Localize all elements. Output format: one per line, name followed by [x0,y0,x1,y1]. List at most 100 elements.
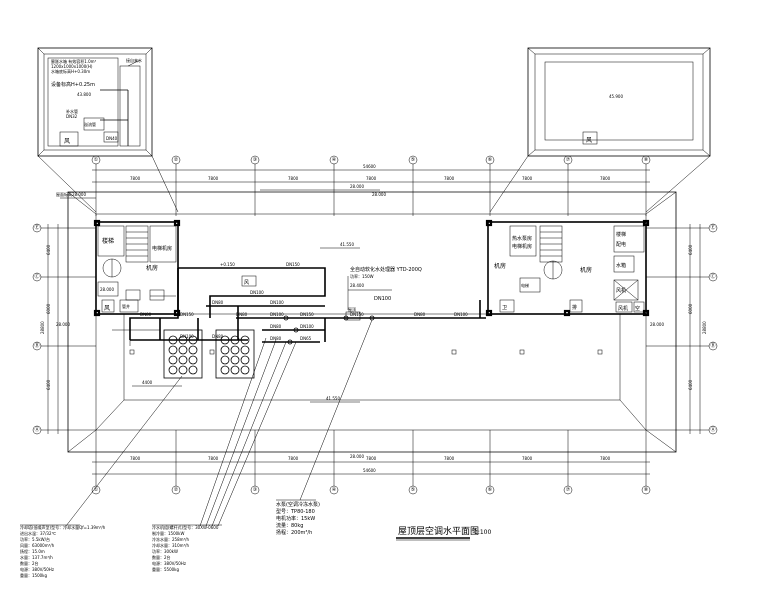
bottom-axis: 7800 7800 7800 7800 7800 7800 7800 54600… [91,430,651,495]
right-box-elev: 45.900 [609,94,623,99]
elev-roof-top: 28.000 [350,184,364,189]
room-stair-left: 楼梯 [102,237,114,245]
mid-legend-3: 冷却水量：310m³/h [152,542,189,548]
bottom-dim-4: 7800 [366,456,377,461]
elev-left-inner: 28.000 [56,322,70,327]
room-tag-pai: 排 [572,304,577,311]
top-dim-3: 7800 [288,176,299,181]
top-dim-1: 7800 [130,176,141,181]
pipe-p13: DN80 [140,312,152,317]
top-axis: ① ② ③ ④ ⑤ ⑥ ⑦ ⑧ 54600 7800 7800 7800 780… [91,155,651,216]
pump-legend-1: 型号：TP80-180 [276,508,315,515]
room-elev-right: 电梯机房 [512,243,532,250]
pipe-p9: DN100 [300,324,314,329]
dim-4400: 4400 [142,380,153,385]
bottom-dim-7: 7800 [600,456,611,461]
axis-top-3: ③ [253,157,257,163]
pipe-p1: DN150 [286,262,300,267]
axis-right-4: Ⓐ [710,426,715,433]
tank-label: 屋顶 [348,306,356,312]
room-mech-right: 机房 [494,262,506,270]
softener-label: 全自动软化水处理器 YTD-200Q [350,266,422,273]
mid-legend-1: 制冷量：1500kW [152,530,184,536]
left-box-line3: 水箱底标高H+0.30m [51,68,90,74]
pump-legend-0: 水泵(空调冷冻水泵) [276,501,320,508]
top-total-dim: 54600 [363,164,376,169]
cooling-tower-right [220,335,250,375]
stair-note: 屋面标高 [56,191,72,197]
top-dim-7: 7800 [600,176,611,181]
left-dim-2: 6000 [46,303,51,314]
room-water: 水箱 [616,262,626,269]
elev-right-inner: 28.000 [650,322,664,327]
left-box-tag: 接自来水 [126,57,142,63]
right-dim-3: 6400 [688,379,693,390]
pipe-p2: DN100 [250,290,264,295]
right-box-label: 风 [586,137,592,144]
room-elev-left: 电梯机房 [152,245,172,252]
elev-mid2: 41.550 [326,396,340,401]
bottom-dim-1: 7800 [130,456,141,461]
drawing-title: 屋顶层空调水平面图 1:100 [396,525,491,541]
axis-top-4: ④ [332,157,337,163]
pipe-p17: DN80 [414,312,426,317]
right-dim-2: 6000 [688,303,693,314]
room-pipe-left: 管井 [122,303,130,309]
left-box-line4: 设备标高H+0.25m [51,81,95,88]
title-scale: 1:100 [474,529,491,536]
title-text: 屋顶层空调水平面图 [398,525,479,537]
pipe-p16: DN150 [350,312,364,317]
pipe-p8: DN80 [270,324,282,329]
left-core: 楼梯 电梯机房 机房 28.000 风 管井 [93,219,181,317]
top-dim-2: 7800 [208,176,219,181]
left-legend-3: 风量：63000m³/h [20,542,55,548]
mid-legend-7: 重量：5500kg [152,566,179,572]
top-dim-6: 7800 [522,176,533,181]
room-hot-water: 热水泵房 [512,235,532,242]
pump-legend-3: 流量：80kg [276,522,303,529]
axis-bottom-7: ⑦ [566,487,571,493]
pump-legend-2: 电机功率：15kW [276,515,315,522]
room-air-left: 风 [104,305,110,312]
left-detail-box: 膨胀水箱 有效容积1.0m³ 1200x1000x1000(H) 水箱底标高H+… [37,47,153,157]
axis-bottom-5: ⑤ [411,487,415,493]
left-box-bottom: DN40 [106,136,118,141]
cooling-tower-left [168,335,198,375]
left-box-line1: 膨胀水箱 有效容积1.0m³ [51,58,97,64]
left-legend-6: 数量：2台 [20,560,39,566]
elev-stair-left: 28.000 [72,192,86,197]
room-mech-right2: 机房 [580,266,592,274]
softener-power: 功率：150W [350,273,374,279]
room-fan-right1: 风机 [616,287,626,294]
axis-left-3: Ⓑ [34,342,39,349]
axis-bottom-2: ② [174,487,179,493]
inset-leaders [37,155,711,213]
pipe-p12: DN150 [180,312,194,317]
pipe-p11: DN65 [300,336,312,341]
top-dim-4: 7800 [366,176,377,181]
room-elec: 配电 [616,241,626,248]
axis-top-6: ⑥ [488,157,493,163]
left-box-line8: 溢流管 [84,121,96,127]
right-total-dim: 28800 [702,321,707,334]
pipe-p15: DN80 [212,334,224,339]
bottom-dim-5: 7800 [444,456,455,461]
axis-left-2: Ⓒ [34,273,39,280]
axis-bottom-8: ⑧ [644,487,649,493]
left-dim-1: 6400 [46,244,51,255]
axis-bottom-6: ⑥ [488,487,493,493]
axis-bottom-3: ③ [253,487,257,493]
axis-top-2: ② [174,157,179,163]
axis-top-5: ⑤ [411,157,415,163]
piping: 风 +0.150 DN150 DN100 DN100 DN80 DN80 DN1… [112,262,486,387]
pipe-p7: DN150 [300,312,314,317]
right-dim-1: 6400 [688,244,693,255]
left-legend-4: 扬程：15.0m [20,548,45,554]
pump-legend: 水泵(空调冷冻水泵) 型号：TP80-180 电机功率：15kW 流量：80kg… [276,499,320,536]
pipe-p3: DN100 [270,300,284,305]
left-legend-5: 水量：137.7m³/h [20,554,53,560]
mid-legend-0: 冷水机组(螺杆式)型号：30XW-0600 [152,524,219,530]
pump-legend-4: 扬程：200m³/h [276,529,312,536]
pipe-p4: DN80 [212,300,224,305]
